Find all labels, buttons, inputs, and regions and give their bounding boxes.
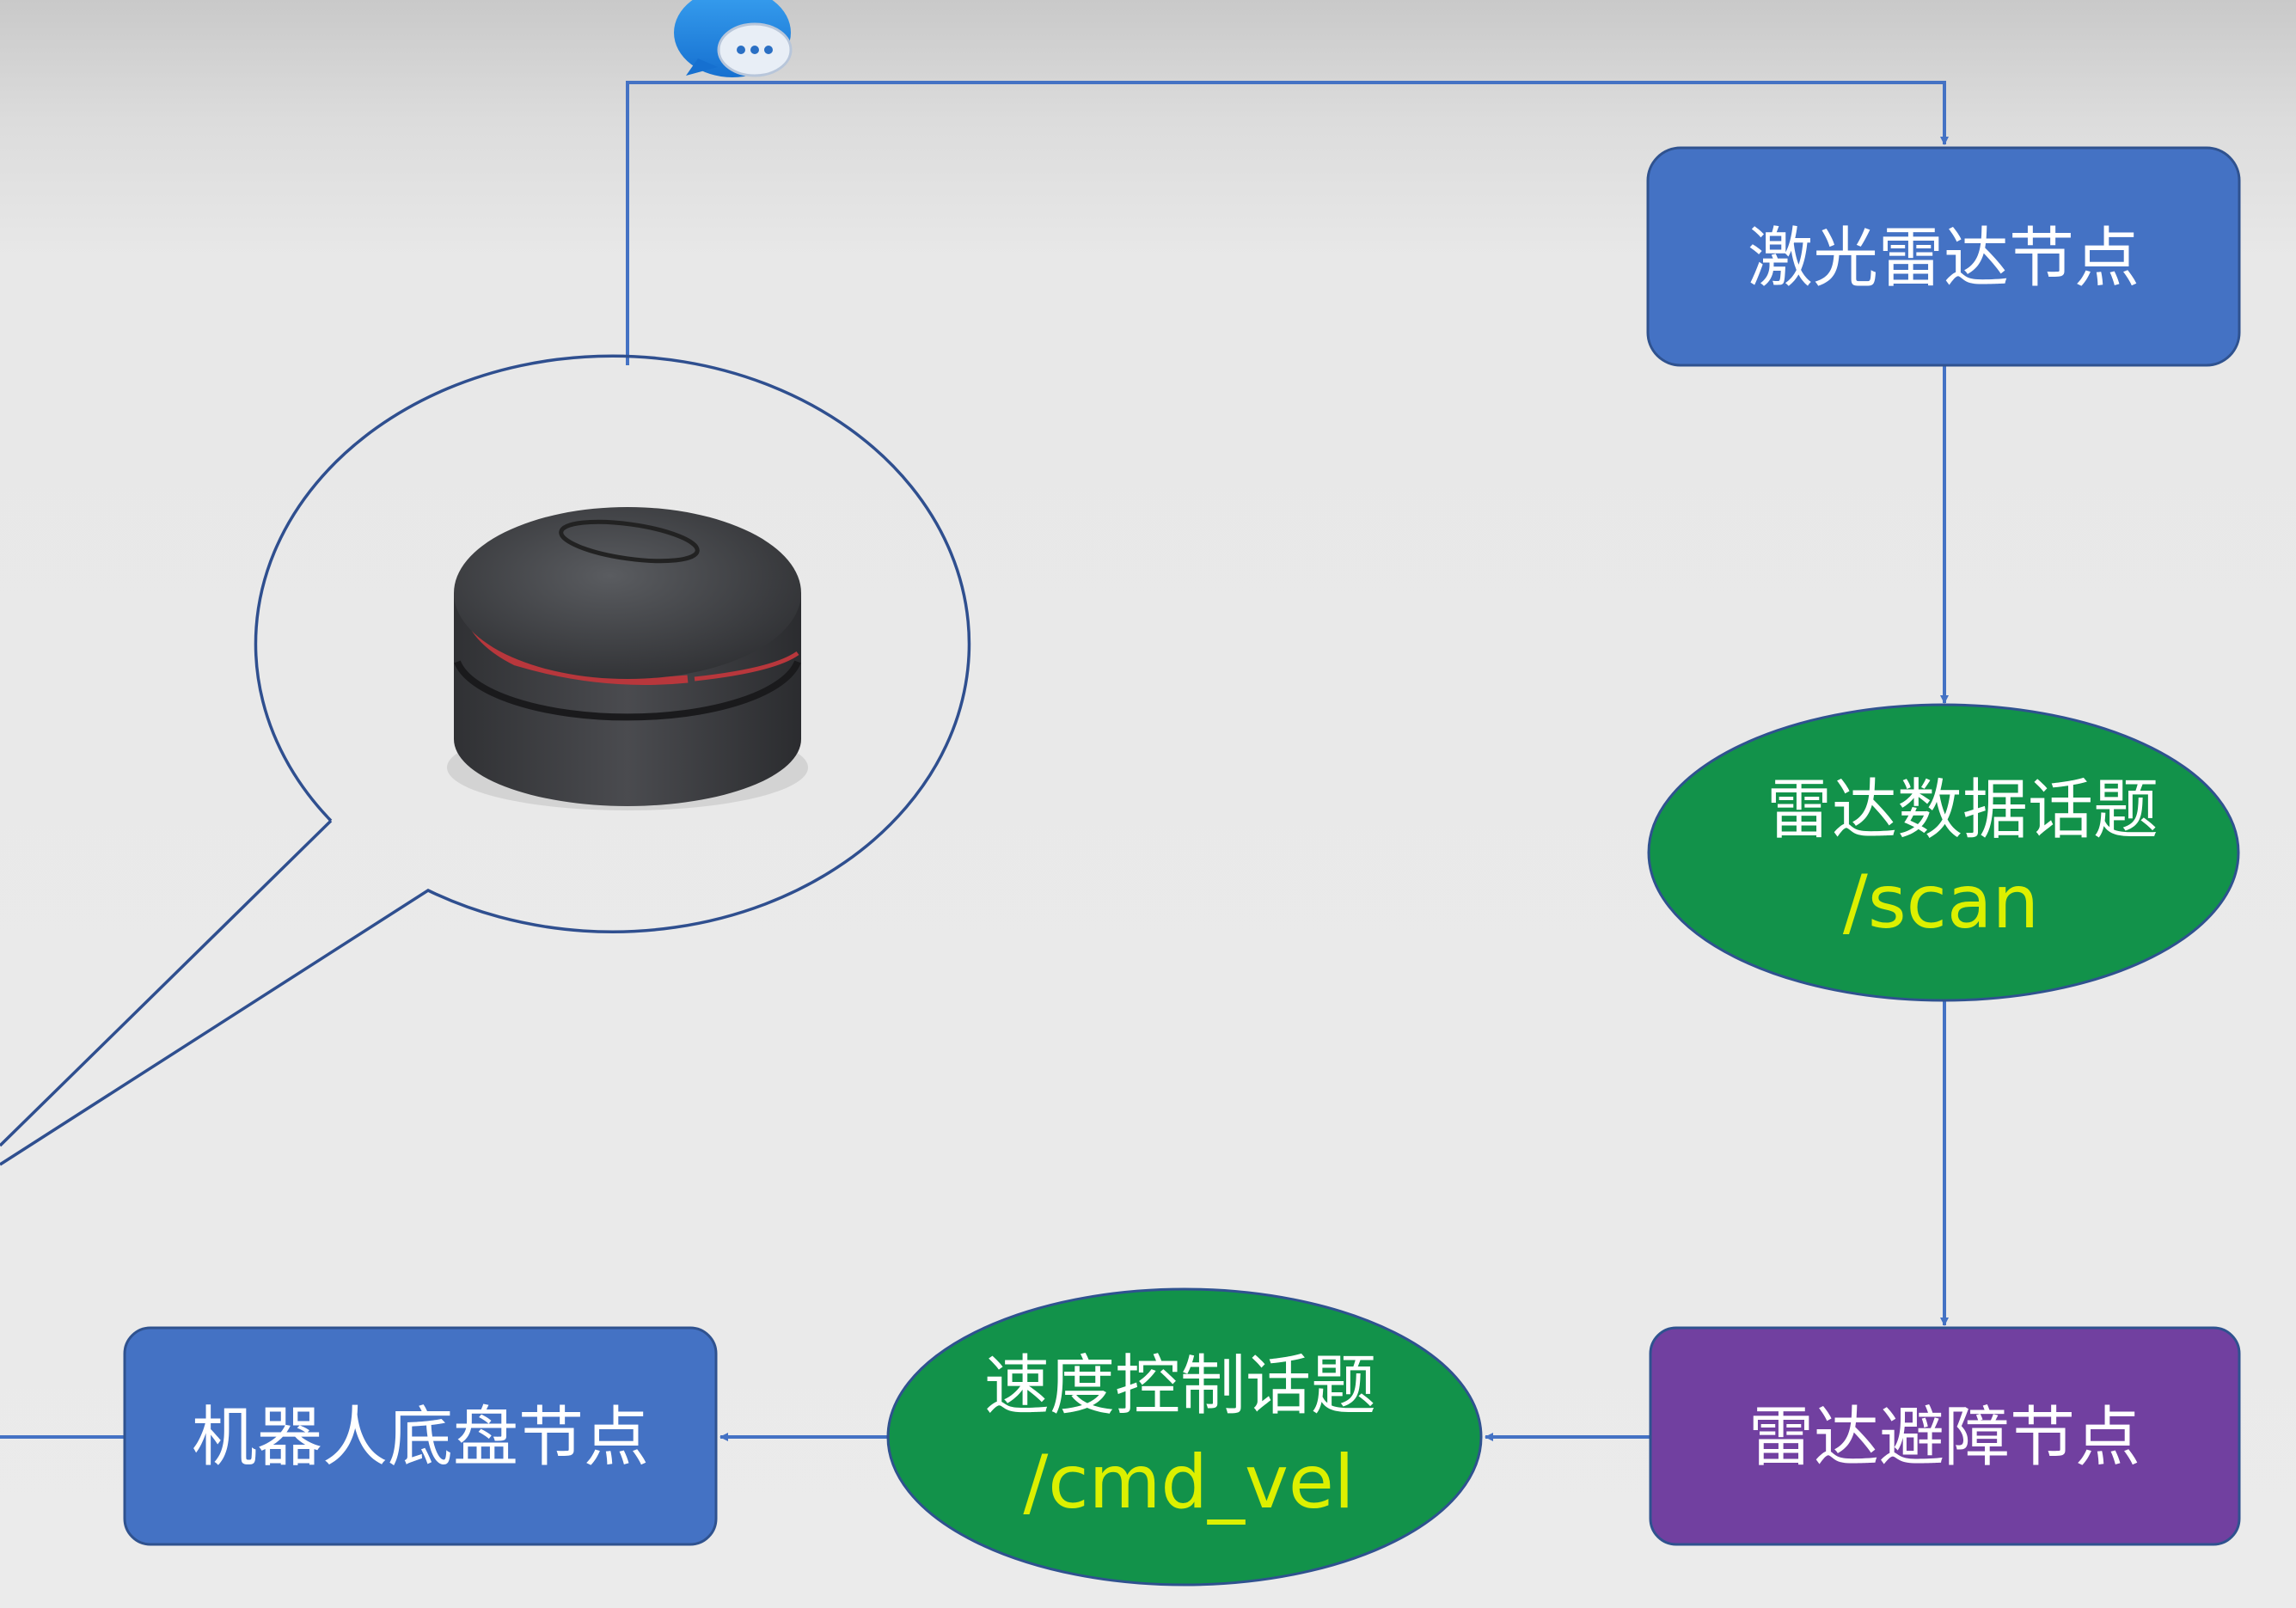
topic-scan-name: /scan	[1843, 859, 2039, 945]
topic-scan-label: 雷达数据话题	[1766, 772, 2158, 848]
lidar-sensor-icon	[447, 507, 808, 810]
topic-scan: 雷达数据话题 /scan	[1647, 703, 2240, 1002]
node-obstacle-avoidance: 雷达避障节点	[1649, 1326, 2241, 1546]
topic-cmd-vel: 速度控制话题 /cmd_vel	[886, 1287, 1483, 1587]
chat-bubble-icon	[674, 0, 793, 77]
lidar-callout-bubble	[0, 354, 971, 1166]
node-obstacle-avoidance-label: 雷达避障节点	[1748, 1399, 2140, 1476]
topic-cmd-vel-label: 速度控制话题	[984, 1348, 1376, 1424]
topic-cmd-vel-name: /cmd_vel	[1023, 1440, 1354, 1525]
node-chassis: 机器人底盘节点	[123, 1326, 718, 1546]
edge-callout-to-lidar-node	[626, 81, 1949, 365]
node-lidar-label: 激光雷达节点	[1748, 220, 2140, 297]
node-lidar: 激光雷达节点	[1646, 146, 2241, 367]
node-chassis-label: 机器人底盘节点	[192, 1399, 649, 1476]
